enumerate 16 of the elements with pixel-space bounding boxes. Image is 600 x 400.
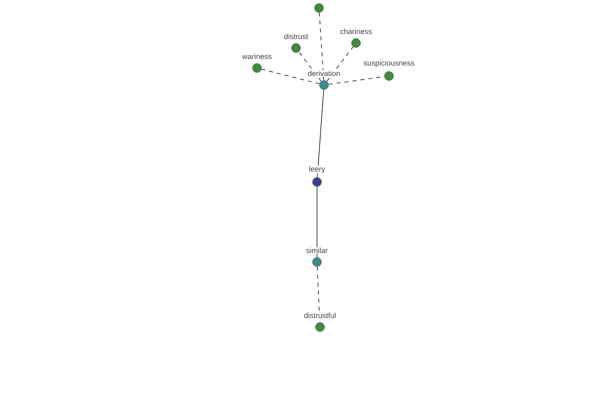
connector-line [317,89,324,178]
graph-node [314,3,324,13]
graph-node [312,257,322,267]
graph-node [291,43,301,53]
connector-line [328,76,385,85]
connector-line [298,51,322,82]
connector-line [261,68,320,84]
graph-node [319,80,329,90]
connector-line [326,46,354,82]
connector-line [319,12,324,81]
graph-node [384,71,394,81]
graph-node [252,63,262,73]
graph-node [312,177,322,187]
graph-node [351,38,361,48]
connector-line [316,186,318,258]
graph-node [315,322,325,332]
